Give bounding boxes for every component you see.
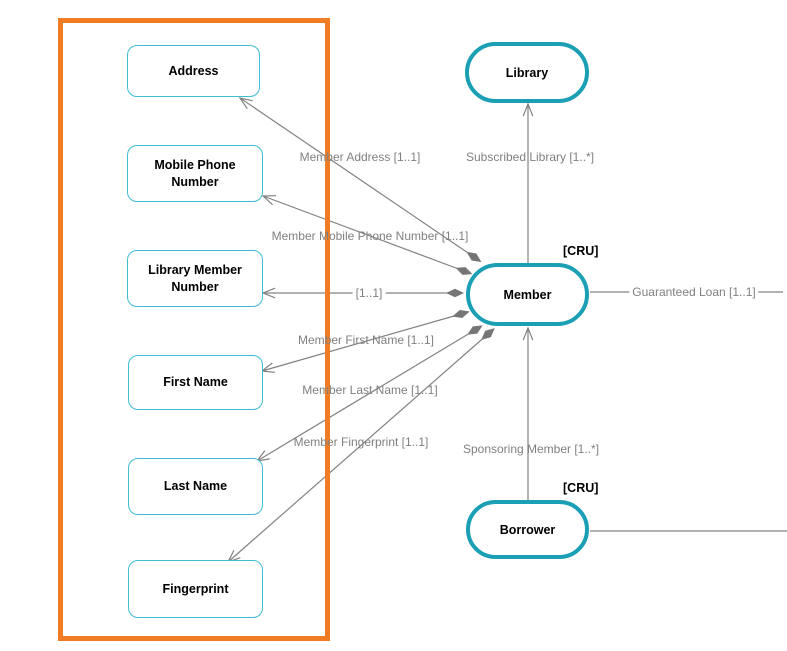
edge-member-last-name-diamond-icon <box>467 325 483 335</box>
node-library-member-number-label: Library Member Number <box>148 263 242 294</box>
node-first-name[interactable]: First Name <box>128 355 263 410</box>
highlight-rectangle[interactable] <box>58 18 330 641</box>
edge-member-address-diamond-icon <box>466 251 482 263</box>
node-mobile-phone-number[interactable]: Mobile Phone Number <box>127 145 263 202</box>
node-first-name-label: First Name <box>163 375 228 390</box>
edge-label-member-library-member-number: [1..1] <box>352 286 386 300</box>
edge-label-sponsoring-member: Sponsoring Member [1..*] <box>462 442 600 456</box>
edge-member-mobile-phone-number-arrowhead-icon <box>261 195 277 206</box>
node-last-name[interactable]: Last Name <box>128 458 263 515</box>
node-library-member-number[interactable]: Library Member Number <box>127 250 263 307</box>
edge-member-mobile-phone-number[interactable] <box>261 195 473 275</box>
edge-member-library-member-number-arrowhead-icon <box>261 287 276 299</box>
edge-sponsoring-member-arrowhead-icon <box>522 326 534 341</box>
edge-label-subscribed-library: Subscribed Library [1..*] <box>465 150 595 164</box>
edge-member-address[interactable] <box>238 97 482 263</box>
borrower-crud-tag: [CRU] <box>563 481 599 495</box>
edge-label-member-first-name: Member First Name [1..1] <box>297 333 435 347</box>
edge-member-library-member-number-diamond-icon <box>446 288 464 298</box>
node-library[interactable]: Library <box>465 42 589 103</box>
node-member[interactable]: Member <box>466 263 589 326</box>
edge-label-member-fingerprint: Member Fingerprint [1..1] <box>293 435 429 449</box>
node-borrower-label: Borrower <box>499 522 556 537</box>
node-borrower[interactable]: Borrower <box>466 500 589 559</box>
edge-label-guaranteed-loan: Guaranteed Loan [1..1] <box>629 285 759 299</box>
node-address-label: Address <box>168 63 219 78</box>
node-library-label: Library <box>505 65 549 80</box>
node-mobile-phone-number-label: Mobile Phone Number <box>154 158 236 189</box>
node-last-name-label: Last Name <box>163 479 228 494</box>
edge-label-member-address: Member Address [1..1] <box>299 150 421 164</box>
edge-label-member-mobile-phone-number: Member Mobile Phone Number [1..1] <box>271 229 469 243</box>
node-fingerprint-label: Fingerprint <box>162 581 229 596</box>
edge-member-fingerprint-diamond-icon <box>481 328 495 340</box>
edge-sponsoring-member[interactable] <box>522 326 534 500</box>
node-address[interactable]: Address <box>127 45 260 97</box>
edge-subscribed-library-arrowhead-icon <box>522 102 534 117</box>
node-member-label: Member <box>503 287 552 302</box>
member-crud-tag: [CRU] <box>563 244 599 258</box>
node-fingerprint[interactable]: Fingerprint <box>128 560 263 618</box>
edge-subscribed-library[interactable] <box>522 102 534 263</box>
edge-member-address-arrowhead-icon <box>238 97 253 110</box>
edge-label-member-last-name: Member Last Name [1..1] <box>302 383 438 397</box>
edge-member-first-name-diamond-icon <box>452 310 470 318</box>
edge-member-mobile-phone-number-diamond-icon <box>455 267 473 275</box>
